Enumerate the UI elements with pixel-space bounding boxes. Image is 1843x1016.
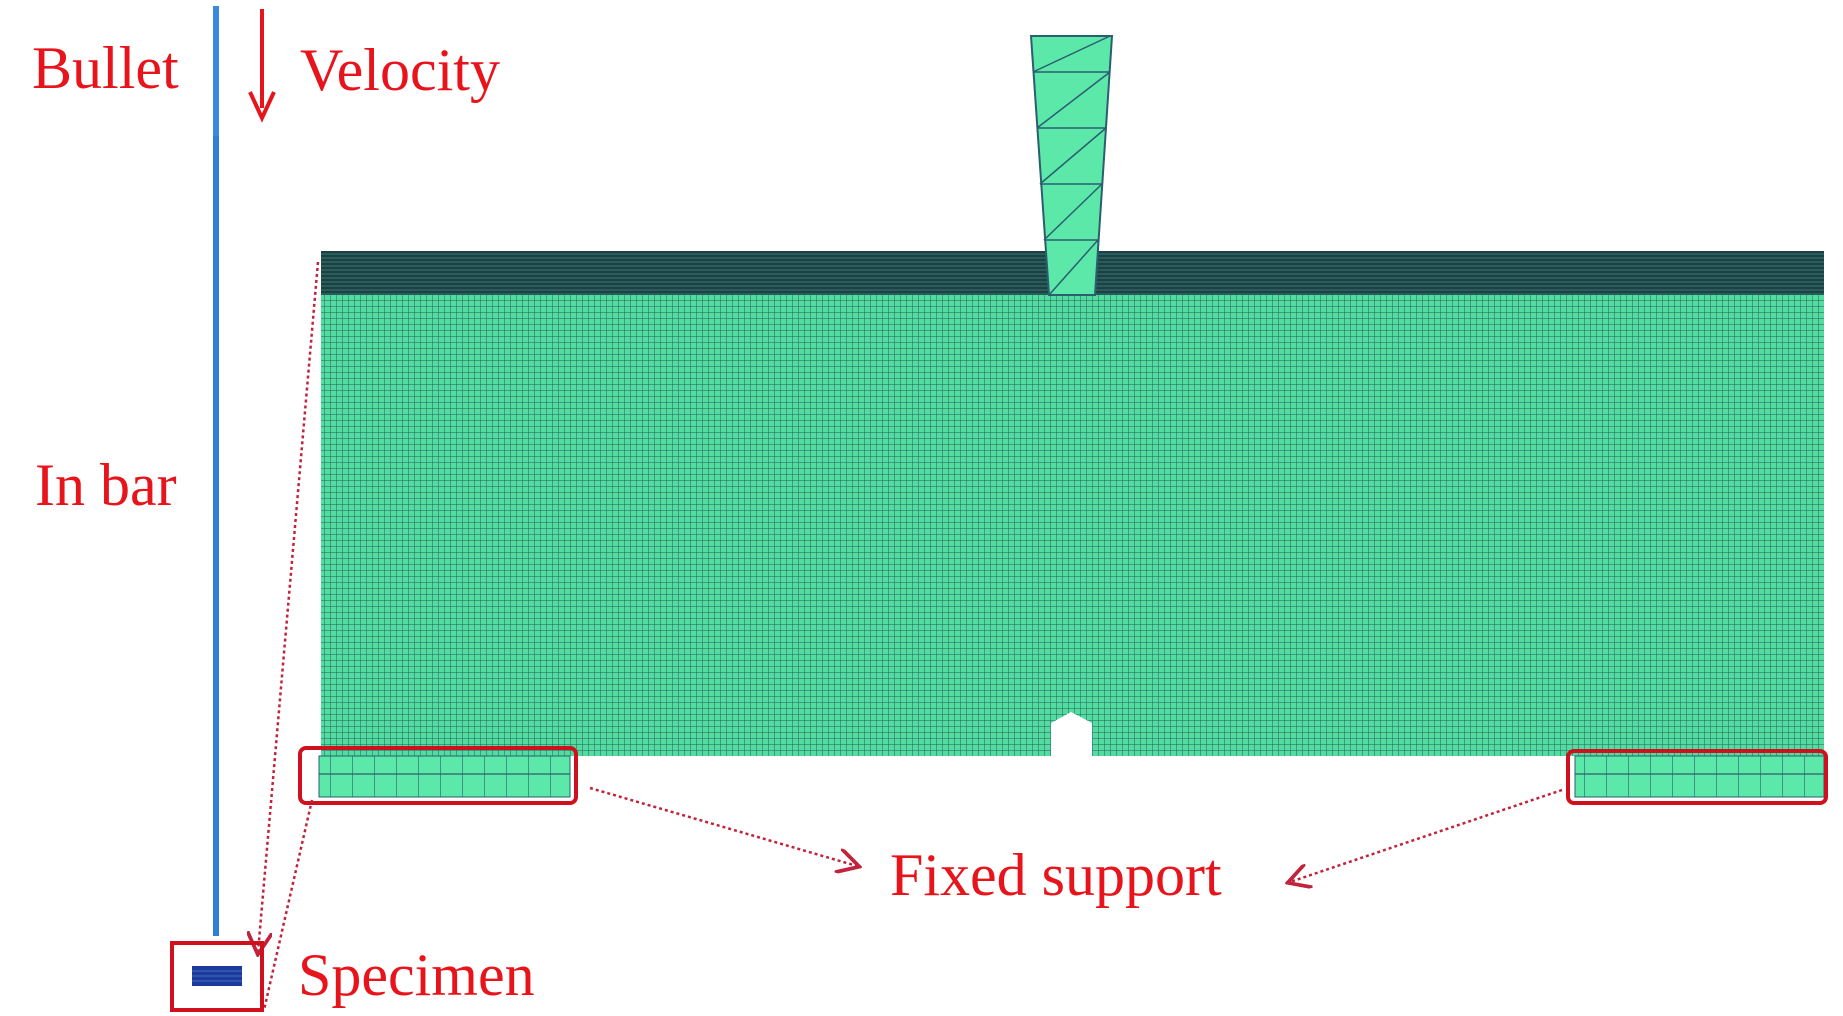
left-fixed-support: [298, 746, 578, 805]
beam-notch: [1051, 712, 1092, 756]
in-bar-label: In bar: [35, 452, 177, 518]
fixed-support-label: Fixed support: [890, 842, 1222, 908]
in-bar: [213, 6, 219, 936]
velocity-label: Velocity: [300, 37, 500, 103]
beam-mesh: [321, 251, 1824, 756]
bullet: [213, 6, 219, 136]
right-fixed-support: [1566, 749, 1828, 805]
bullet-label: Bullet: [32, 35, 179, 101]
velocity-arrow-icon: [248, 9, 276, 123]
specimen: [170, 941, 264, 1012]
indenter: [1029, 35, 1114, 296]
specimen-label: Specimen: [298, 942, 535, 1008]
pointer-arrows: [258, 261, 1563, 1011]
